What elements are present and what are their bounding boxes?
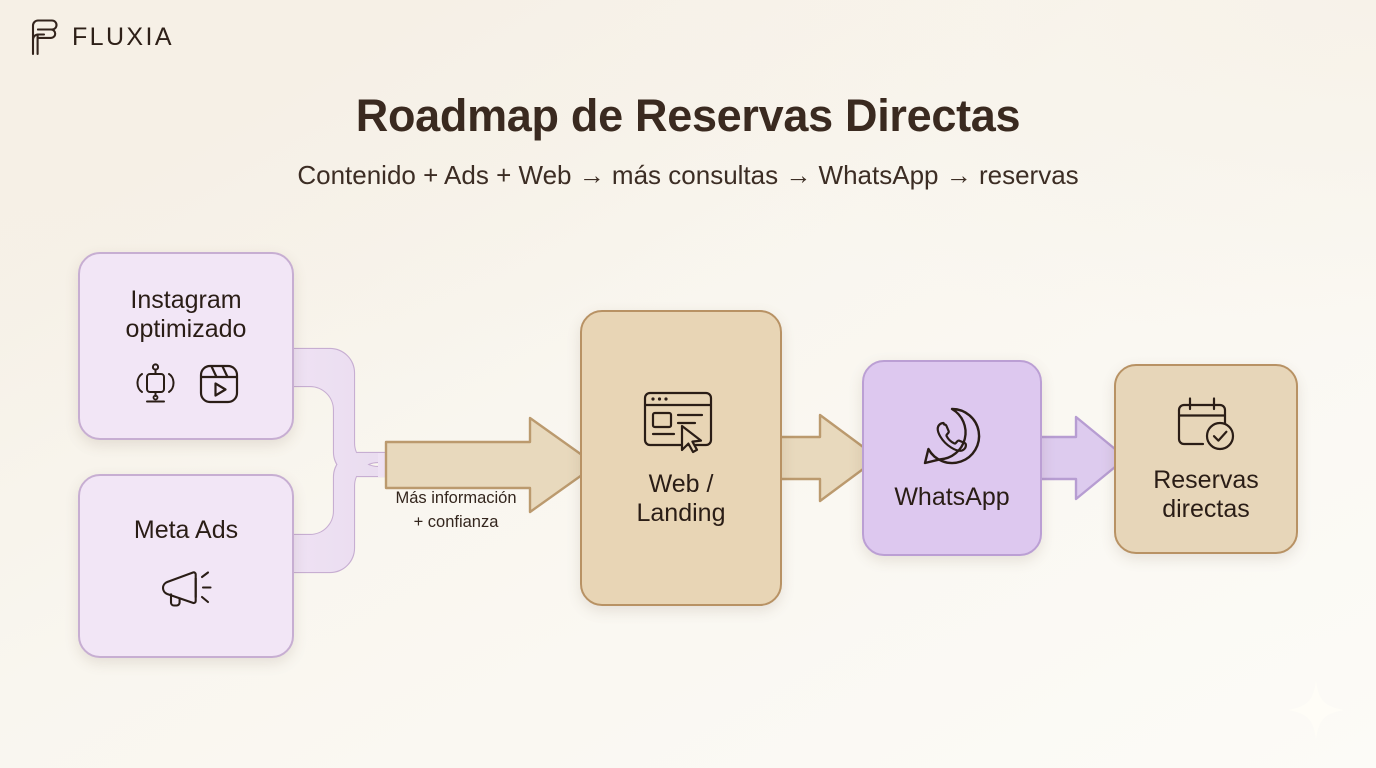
node-whatsapp-icons [919,403,985,469]
node-meta-ads-icons [155,564,217,616]
megaphone-icon [161,571,212,607]
sparkle-star-icon [1288,680,1344,740]
whatsapp-icon [923,408,981,465]
browser-window-cursor-icon [643,391,713,453]
node-web-landing-icons [640,388,722,454]
node-instagram-icons [131,361,241,407]
node-instagram-label-line1: Instagram [130,285,242,314]
node-instagram-label: Instagram optimizado [126,286,247,345]
node-meta-ads-label: Meta Ads [133,516,239,545]
node-whatsapp-label: WhatsApp [894,483,1010,512]
connector-caption-line2: + confianza [413,512,499,531]
calendar-check-icon [1177,396,1235,450]
node-whatsapp[interactable]: WhatsApp [862,360,1042,556]
connector-caption: Más información + confianza [358,487,554,535]
connector-web-to-whatsapp-arrow [776,413,880,503]
connector-merge-to-web-arrow [384,416,598,514]
connector-whatsapp-to-reservas-arrow [1036,415,1128,501]
page-title: Roadmap de Reservas Directas [355,90,1021,141]
node-reservas-directas[interactable]: Reservas directas [1114,364,1298,554]
connector-caption-line1: Más información [395,489,517,507]
node-web-landing-label-line1: Web / [648,469,714,498]
instagram-carousel-icon [136,362,175,402]
instagram-reels-icon [199,364,239,403]
fluxia-f-monogram-icon [31,19,58,56]
node-reservas-label-line1: Reservas [1153,465,1259,494]
node-instagram-label-line2: optimizado [125,315,247,343]
node-instagram[interactable]: Instagram optimizado [78,252,294,440]
node-web-landing-label-line2: Landing [636,499,726,527]
node-reservas-label-line2: directas [1162,495,1250,523]
connector-merge-pipes [286,347,394,574]
page-subtitle: Contenido + Ads + Web → más consultas → … [297,160,1079,190]
brand-name: FLUXIA [72,22,174,51]
brand-logo: FLUXIA [26,18,174,56]
node-meta-ads[interactable]: Meta Ads [78,474,294,658]
node-web-landing-label: Web / Landing [637,470,726,529]
node-web-landing[interactable]: Web / Landing [580,310,782,606]
node-reservas-icons [1171,394,1241,456]
node-reservas-label: Reservas directas [1153,466,1259,525]
